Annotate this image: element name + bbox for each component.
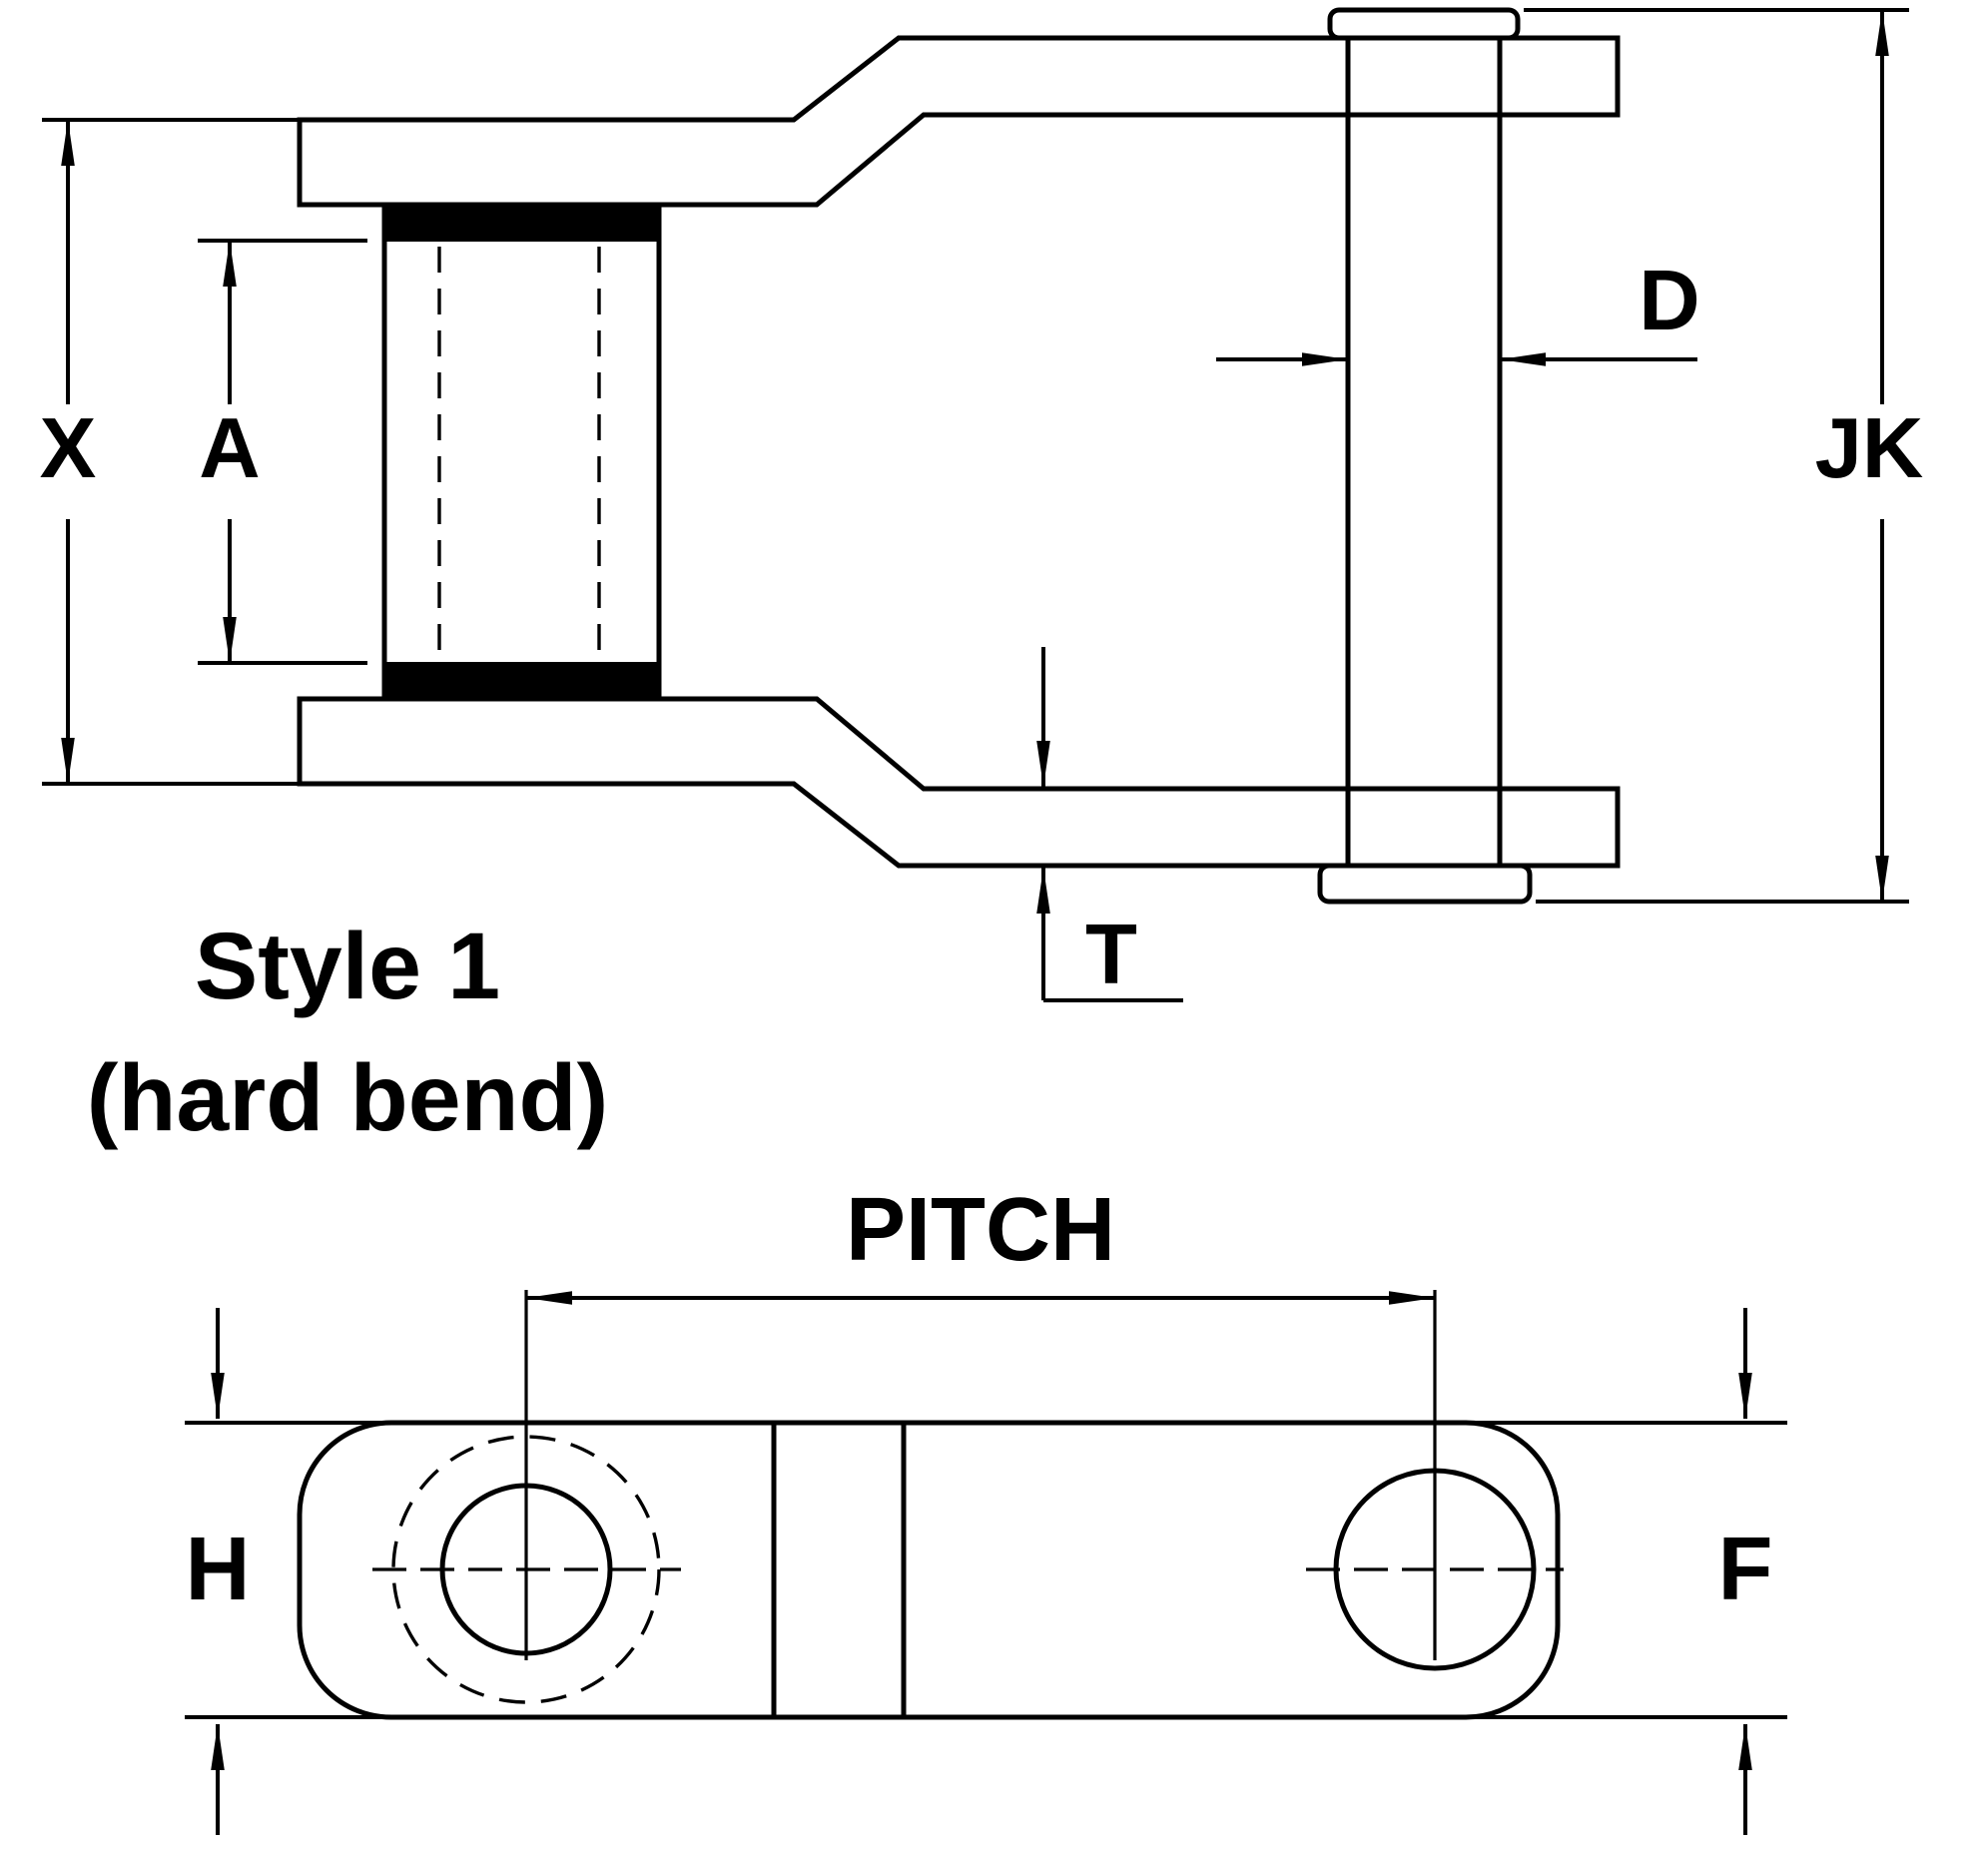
dim-label-x: X xyxy=(40,401,97,496)
side-view: X A D JK T Style 1 (hard bend) xyxy=(40,7,1924,1151)
style-caption-line1: Style 1 xyxy=(195,914,500,1019)
dim-label-t: T xyxy=(1085,908,1137,1002)
top-link-plate xyxy=(297,35,1621,208)
style-caption-line2: (hard bend) xyxy=(87,1045,608,1151)
dim-label-pitch: PITCH xyxy=(846,1180,1115,1280)
plan-roller-hidden-circle xyxy=(391,1435,661,1704)
pin-head-bottom xyxy=(1317,863,1533,905)
dim-label-jk: JK xyxy=(1815,401,1924,496)
pin-head-top xyxy=(1327,7,1521,41)
dim-label-f: F xyxy=(1718,1520,1773,1619)
dim-label-h: H xyxy=(186,1520,251,1619)
dim-label-a: A xyxy=(199,401,260,496)
bottom-link-plate xyxy=(297,696,1621,869)
plan-view: PITCH H F xyxy=(185,1180,1787,1835)
roller-bottom-band xyxy=(383,662,660,700)
dim-label-d: D xyxy=(1639,254,1699,348)
roller-top-band xyxy=(383,204,660,242)
